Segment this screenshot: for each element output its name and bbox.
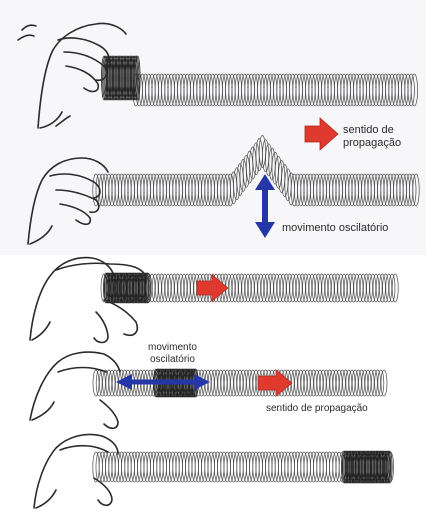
propagation-direction-label-2: sentido de propagação bbox=[266, 402, 368, 415]
panel-1-compression-start bbox=[18, 23, 418, 128]
oscillation-arrow-blue bbox=[255, 174, 275, 238]
oscillatory-movement-label-2: movimento oscilatório bbox=[148, 342, 197, 366]
spring-coil bbox=[93, 451, 394, 483]
spring-coil bbox=[102, 56, 418, 106]
hand-2 bbox=[28, 158, 108, 244]
panel-4-oscillation-and-propagation bbox=[30, 352, 387, 428]
panel-5-compression-at-end bbox=[34, 435, 394, 509]
propagation-direction-label: sentido de propagação bbox=[343, 124, 401, 150]
panel-3-compression-traveling bbox=[30, 258, 398, 343]
propagation-arrow-red bbox=[305, 118, 338, 150]
oscillatory-movement-label: movimento oscilatório bbox=[282, 222, 388, 235]
